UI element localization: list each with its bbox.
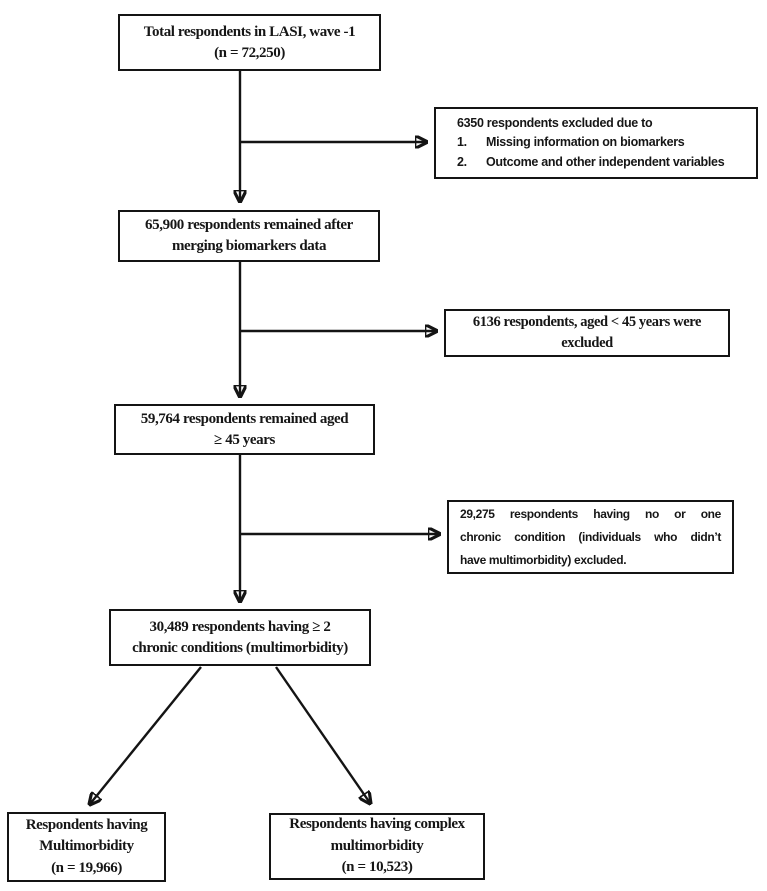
box-text-line: 30,489 respondents having ≥ 2 [149,618,331,635]
box-text-line: 6136 respondents, aged < 45 years were [472,314,702,330]
box-text-line: chronic condition (individuals who didn’… [460,529,721,544]
box-text-line: Respondents having complex [289,816,465,833]
flow-box-excluded-under45: 6136 respondents, aged < 45 years were e… [444,309,730,357]
box-text-line: (n = 19,966) [51,859,122,876]
box-text-line: ≥ 45 years [214,431,275,448]
box-text-line: multimorbidity [330,837,424,854]
box-text-line: Multimorbidity [39,838,134,855]
box-text-line: 65,900 respondents remained after [145,217,353,233]
exclusion-list-item: 1. Missing information on biomarkers [457,133,752,153]
list-item-label: Missing information on biomarkers [486,135,685,150]
arrow-multimorbidity-to-left-outcome [90,666,202,804]
flow-box-excluded-no-multimorbidity: 29,275 respondents having no or one chro… [447,500,734,574]
box-text-line: Total respondents in LASI, wave -1 [143,23,356,40]
list-item-label: Outcome and other independent variables [486,154,725,169]
list-item-number: 1. [457,135,467,150]
box-text-line: 59,764 respondents remained aged [140,410,349,427]
flow-box-aged-45-plus: 59,764 respondents remained aged ≥ 45 ye… [114,404,375,455]
flow-box-excluded-biomarkers: 6350 respondents excluded due to 1. Miss… [434,107,758,179]
flow-box-multimorbidity: 30,489 respondents having ≥ 2 chronic co… [109,609,371,666]
arrow-multimorbidity-to-right-outcome [275,666,370,803]
exclusion-list-item: 2. Outcome and other independent variabl… [457,153,752,173]
box-text-line: (n = 10,523) [341,859,413,876]
flow-box-merged-biomarkers: 65,900 respondents remained after mergin… [118,210,380,262]
list-item-number: 2. [457,154,467,169]
box-text-line: (n = 72,250) [214,44,285,61]
box-text-line: merging biomarkers data [171,238,327,254]
flow-box-outcome-complex-multimorbidity: Respondents having complex multimorbidit… [269,813,485,880]
box-text-line: have multimorbidity) excluded. [460,552,627,567]
flow-box-outcome-multimorbidity: Respondents having Multimorbidity (n = 1… [7,812,166,882]
box-text-line: 29,275 respondents having no or one [460,506,721,521]
box-text-line: chronic conditions (multimorbidity) [132,639,348,656]
exclusion-heading: 6350 respondents excluded due to [457,115,653,130]
flow-box-total-respondents: Total respondents in LASI, wave -1 (n = … [118,14,381,71]
box-text-line: Respondents having [25,816,148,833]
box-text-line: excluded [561,335,613,351]
